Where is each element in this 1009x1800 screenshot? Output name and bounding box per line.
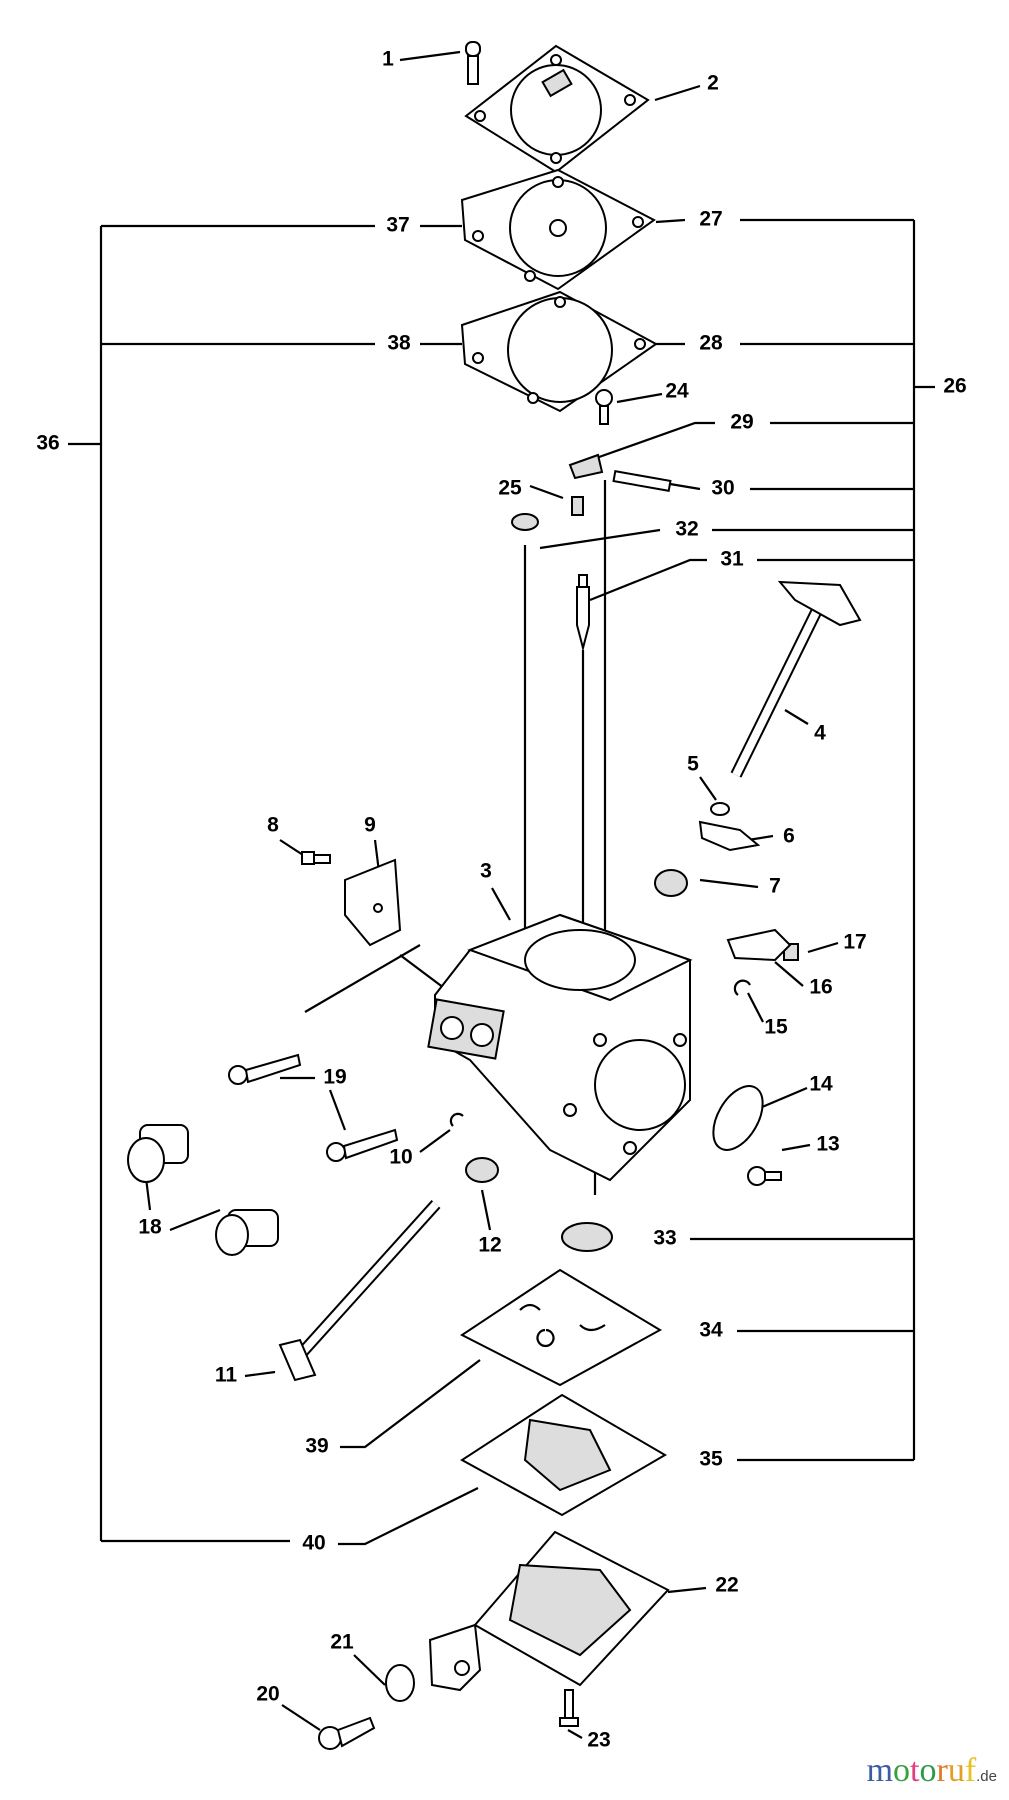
callout-5: 5 (687, 753, 699, 776)
part-2-cover (464, 44, 650, 174)
part-34-gasket (460, 1268, 663, 1387)
part-16-lever (726, 928, 792, 962)
callout-3: 3 (480, 860, 492, 883)
part-18-fitting-b (215, 1209, 279, 1256)
callout-21: 21 (330, 1631, 354, 1654)
callout-18: 18 (138, 1216, 162, 1239)
part-3-carburetor-body (427, 913, 693, 1182)
part-18-fitting-a (127, 1124, 189, 1183)
part-35-gasket (460, 1393, 667, 1517)
part-29-lever (568, 453, 604, 480)
callout-17: 17 (843, 931, 866, 954)
callout-2: 2 (707, 72, 719, 95)
callout-30: 30 (711, 477, 734, 500)
callout-24: 24 (665, 380, 689, 403)
callout-28: 28 (699, 332, 723, 355)
callout-34: 34 (699, 1319, 723, 1342)
part-6-plate (698, 820, 761, 852)
callout-35: 35 (699, 1448, 723, 1471)
callout-22: 22 (715, 1574, 738, 1597)
part-14-disc (712, 1085, 764, 1151)
part-10-clip (449, 1112, 464, 1127)
callout-27: 27 (699, 208, 722, 231)
part-22-pump-cover (428, 1530, 670, 1692)
callout-11: 11 (215, 1364, 238, 1387)
callout-39: 39 (305, 1435, 328, 1458)
bracket-right-26 (690, 218, 935, 1462)
part-15-clip (733, 979, 751, 996)
part-8-screw (301, 851, 331, 865)
callout-29: 29 (730, 411, 753, 434)
callout-15: 15 (764, 1016, 788, 1039)
part-7-spring (654, 869, 688, 897)
watermark-text: motoruf (867, 1752, 977, 1789)
watermark-suffix: .de (976, 1768, 997, 1785)
callout-8: 8 (267, 814, 279, 837)
callout-16: 16 (809, 976, 832, 999)
part-19-screw-b (326, 1128, 399, 1162)
callout-33: 33 (653, 1227, 676, 1250)
callout-13: 13 (816, 1133, 839, 1156)
part-13-screw (747, 1166, 782, 1186)
watermark-logo: motoruf.de (867, 1752, 997, 1790)
part-12-spring (465, 1157, 499, 1183)
callout-9: 9 (364, 814, 376, 837)
part-1-screw (465, 41, 481, 85)
callout-4: 4 (814, 722, 826, 745)
leader-lines (143, 50, 839, 1739)
part-24-screw (595, 389, 613, 425)
callout-14: 14 (809, 1073, 833, 1096)
callout-31: 31 (720, 548, 744, 571)
part-21-fitting (385, 1664, 415, 1702)
part-9-plate (344, 858, 402, 947)
watermark-letter: o (919, 1752, 937, 1789)
callout-25: 25 (498, 477, 522, 500)
watermark-letter: o (893, 1752, 911, 1789)
part-5-washer (710, 802, 730, 816)
part-30-pin (612, 470, 672, 492)
callout-40: 40 (302, 1532, 325, 1555)
callout-10: 10 (389, 1146, 412, 1169)
callout-23: 23 (587, 1729, 610, 1752)
part-38-gasket (460, 290, 658, 413)
callout-6: 6 (783, 825, 795, 848)
callout-1: 1 (382, 48, 394, 71)
callout-7: 7 (769, 875, 781, 898)
part-11-shaft (278, 1199, 441, 1382)
part-23-screw (559, 1689, 579, 1727)
callout-19: 19 (323, 1066, 346, 1089)
part-37-diaphragm (460, 168, 656, 291)
watermark-letter: m (866, 1752, 894, 1789)
part-31-needle (576, 574, 590, 652)
part-19-screw-a (228, 1053, 302, 1085)
watermark-letter: t (910, 1752, 920, 1789)
callout-12: 12 (478, 1234, 501, 1257)
callout-36: 36 (36, 432, 59, 455)
part-33-filter (561, 1222, 613, 1252)
part-25-spring (571, 496, 584, 516)
bracket-left-36 (68, 224, 375, 1543)
watermark-letter: f (964, 1752, 977, 1789)
callout-26: 26 (943, 375, 966, 398)
part-32-disc (511, 513, 539, 531)
callout-37: 37 (386, 214, 409, 237)
watermark-letter: u (947, 1752, 965, 1789)
callout-32: 32 (675, 518, 698, 541)
part-4-shaft (730, 580, 862, 778)
watermark-letter: r (936, 1752, 948, 1789)
callout-20: 20 (256, 1683, 279, 1706)
callout-38: 38 (387, 332, 411, 355)
part-20-screw (318, 1716, 376, 1750)
